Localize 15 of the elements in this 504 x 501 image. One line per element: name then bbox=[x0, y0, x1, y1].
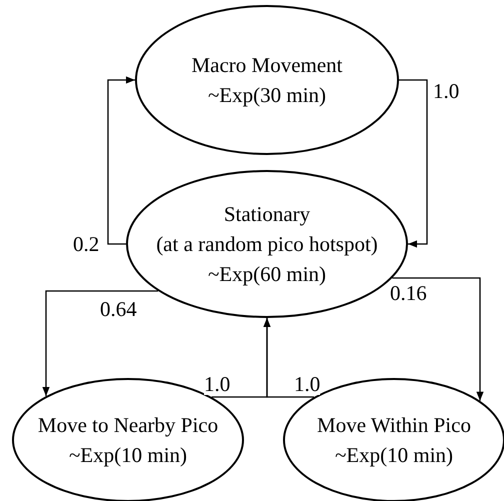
transition-arrow bbox=[392, 277, 484, 401]
state-ellipse bbox=[135, 5, 399, 155]
state-name: Macro Movement bbox=[191, 52, 343, 79]
transition-arrow bbox=[107, 76, 135, 245]
state-name: Move to Nearby Pico bbox=[38, 412, 218, 439]
state-name: Stationary bbox=[224, 201, 310, 228]
transition-arrow bbox=[263, 318, 314, 398]
transition-arrow bbox=[399, 79, 428, 248]
state-description: ~Exp(30 min) bbox=[208, 82, 326, 109]
state-description: (at a random pico hotspot) bbox=[156, 231, 378, 258]
transition-arrow bbox=[42, 290, 158, 396]
state-description: ~Exp(10 min) bbox=[68, 442, 188, 469]
state-description: ~Exp(10 min) bbox=[334, 442, 454, 469]
state-description: ~Exp(60 min) bbox=[208, 261, 326, 288]
state-name: Move Within Pico bbox=[317, 412, 471, 439]
